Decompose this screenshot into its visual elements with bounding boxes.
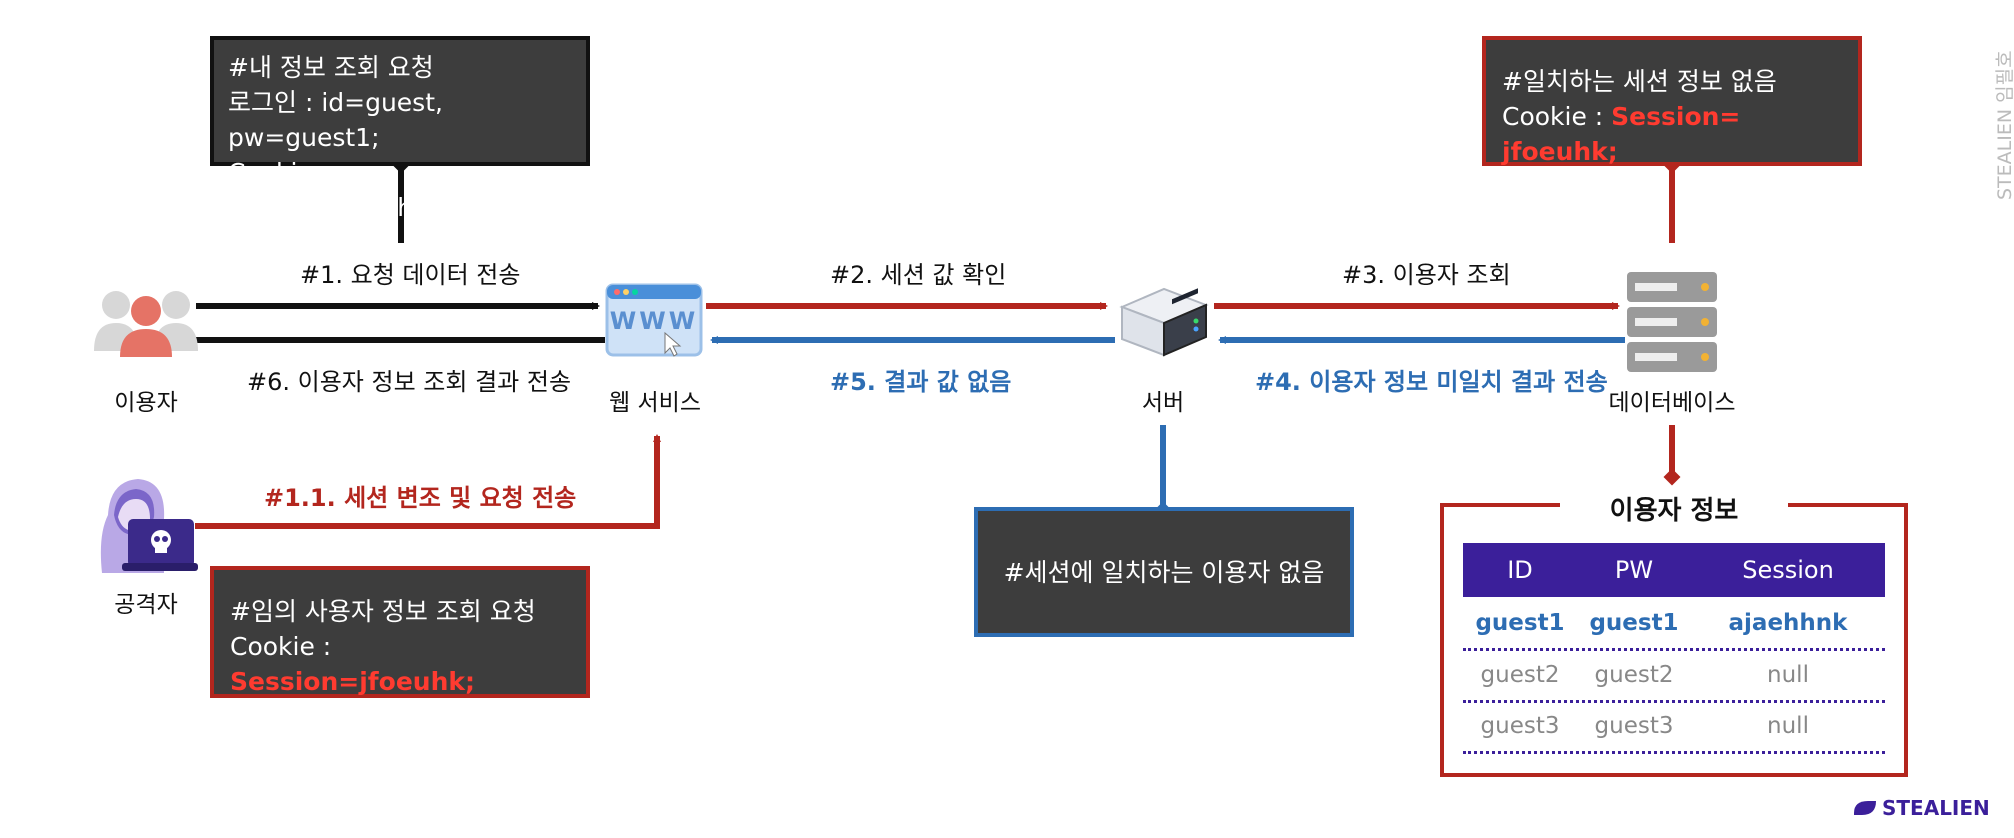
cell-pw: guest1 xyxy=(1589,610,1679,636)
user-group-icon xyxy=(94,291,198,357)
watermark: STEALIEN 임필호 xyxy=(1994,50,2014,200)
table-row: guest1 guest1 ajaehhnk xyxy=(1463,598,1885,651)
arrow-step1-1 xyxy=(195,434,661,529)
server-result-box: #세션에 일치하는 이용자 없음 xyxy=(974,507,1354,637)
cell-pw: guest2 xyxy=(1594,662,1674,688)
attacker-request-line2: Cookie : Session=jfoeuhk; xyxy=(230,632,476,696)
label-step1-1: #1.1. 세션 변조 및 요청 전송 xyxy=(264,484,577,512)
request-info-box: #내 정보 조회 요청 로그인 : id=guest, pw=guest1; C… xyxy=(210,36,590,222)
attacker-session-value: Session=jfoeuhk; xyxy=(230,667,476,696)
table-row: guest2 guest2 null xyxy=(1463,650,1885,703)
database-icon xyxy=(1627,272,1717,372)
www-text: WWW xyxy=(609,307,699,335)
cell-pw: guest3 xyxy=(1594,713,1674,739)
no-session-line2: Cookie : Session= jfoeuhk; xyxy=(1502,102,1741,166)
brand-name: STEALIEN xyxy=(1882,796,1990,820)
attacker-request-line1: #임의 사용자 정보 조회 요청 xyxy=(230,597,536,626)
web-service-label: 웹 서비스 xyxy=(609,390,701,416)
user-label: 이용자 xyxy=(114,390,178,416)
server-label: 서버 xyxy=(1141,390,1185,416)
request-info-line3: Cookie : Session=ajaehhnk; xyxy=(228,158,468,222)
no-session-box: #일치하는 세션 정보 없음 Cookie : Session= jfoeuhk… xyxy=(1482,36,1862,166)
no-session-line1: #일치하는 세션 정보 없음 xyxy=(1502,67,1777,96)
brand-logo-icon xyxy=(1854,801,1876,815)
server-icon xyxy=(1119,287,1209,357)
header-session: Session xyxy=(1742,556,1834,584)
hacker-icon xyxy=(100,479,198,573)
brand-logo: STEALIEN xyxy=(1852,796,1990,820)
cell-session: null xyxy=(1767,713,1809,739)
label-step5: #5. 결과 값 없음 xyxy=(830,368,1012,396)
user-info-table-title: 이용자 정보 xyxy=(1560,490,1788,527)
attacker-request-box: #임의 사용자 정보 조회 요청 Cookie : Session=jfoeuh… xyxy=(210,566,590,698)
request-info-line2: 로그인 : id=guest, pw=guest1; xyxy=(228,88,443,152)
cell-id: guest1 xyxy=(1475,610,1565,636)
table-header: ID PW Session xyxy=(1463,543,1885,597)
database-label: 데이터베이스 xyxy=(1608,390,1736,416)
cell-id: guest3 xyxy=(1480,713,1560,739)
request-info-line1: #내 정보 조회 요청 xyxy=(228,53,434,82)
table-row: guest3 guest3 null xyxy=(1463,701,1885,754)
label-step1: #1. 요청 데이터 전송 xyxy=(300,261,521,289)
attacker-label: 공격자 xyxy=(114,592,178,618)
header-pw: PW xyxy=(1614,556,1654,584)
web-browser-icon: WWW xyxy=(605,283,703,357)
label-step6: #6. 이용자 정보 조회 결과 전송 xyxy=(247,368,572,396)
header-id: ID xyxy=(1507,556,1533,584)
label-step4: #4. 이용자 정보 미일치 결과 전송 xyxy=(1255,368,1608,396)
cell-id: guest2 xyxy=(1480,662,1560,688)
label-step3: #3. 이용자 조회 xyxy=(1342,261,1511,289)
server-result-line1: #세션에 일치하는 이용자 없음 xyxy=(1003,557,1325,587)
forged-session-value: Session= jfoeuhk; xyxy=(1502,102,1741,166)
cell-session: ajaehhnk xyxy=(1728,610,1848,636)
cell-session: null xyxy=(1767,662,1809,688)
label-step2: #2. 세션 값 확인 xyxy=(830,261,1007,289)
